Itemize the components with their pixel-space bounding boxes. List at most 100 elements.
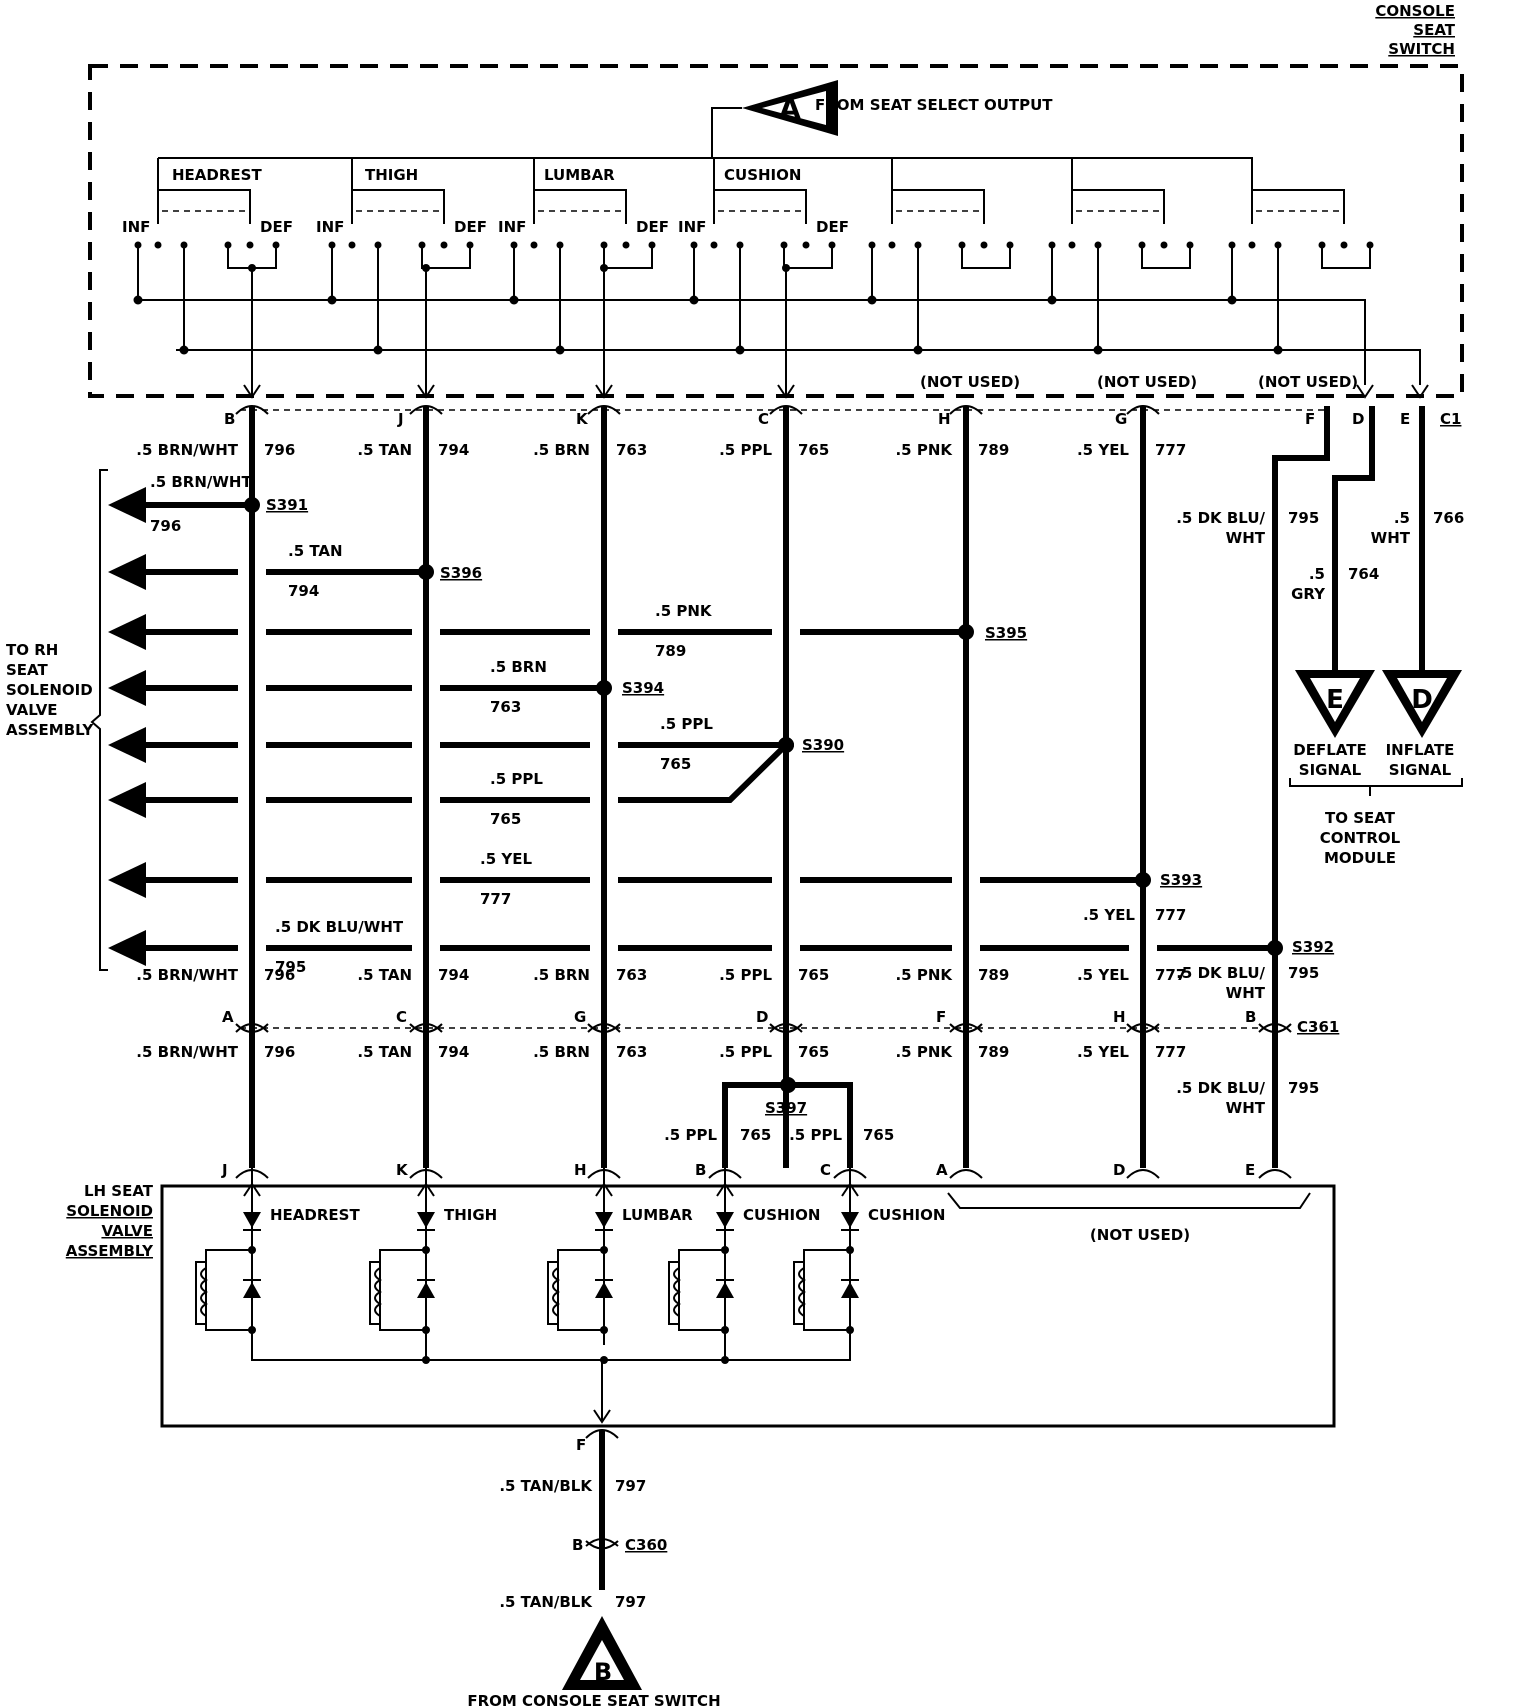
wire-gauge: .5 YEL xyxy=(1077,441,1129,459)
branch-gauge: .5 BRN/WHT xyxy=(150,473,252,491)
valve-node xyxy=(721,1326,729,1334)
splice-s390: S390 xyxy=(802,736,844,754)
lh-label-3: VALVE xyxy=(101,1222,153,1240)
valve-label: CUSHION xyxy=(743,1206,820,1224)
contact-dot xyxy=(530,241,538,249)
s397-left-gauge: .5 PPL xyxy=(664,1126,717,1144)
post-number: 794 xyxy=(438,1043,469,1061)
branch-number: 789 xyxy=(655,642,686,660)
d-letter: D xyxy=(1411,685,1433,715)
wire-number: 765 xyxy=(798,441,829,459)
wire-number: 794 xyxy=(438,441,469,459)
wire-gauge: .5 BRN xyxy=(533,441,590,459)
splice-s394: S394 xyxy=(622,679,664,697)
branch-number: 765 xyxy=(490,810,521,828)
wire-gauge: .5 PPL xyxy=(719,441,772,459)
output-dot xyxy=(600,264,608,272)
switch-label-1: CONSOLE xyxy=(1375,2,1455,20)
valve-node xyxy=(248,1326,256,1334)
lh-pin: B xyxy=(695,1161,706,1179)
post-gauge: .5 YEL xyxy=(1077,1043,1129,1061)
deflate-triangle-e: E xyxy=(1295,670,1375,738)
c361-pin: F xyxy=(936,1008,946,1026)
lh-pin: H xyxy=(574,1161,587,1179)
valve-label: CUSHION xyxy=(868,1206,945,1224)
w766-gauge-b: WHT xyxy=(1371,529,1411,547)
inf-label: INF xyxy=(122,218,150,236)
branch-gauge: .5 TAN xyxy=(288,542,343,560)
group-label-thigh: THIGH xyxy=(365,166,418,184)
valve-label: LUMBAR xyxy=(622,1206,693,1224)
switch-label-2: SEAT xyxy=(1413,21,1455,39)
splice-s394 xyxy=(596,680,612,696)
rh-label-3: SOLENOID xyxy=(6,681,93,699)
pre-number: 763 xyxy=(616,966,647,984)
lh-not-used: (NOT USED) xyxy=(1090,1226,1190,1244)
rh-label-2: SEAT xyxy=(6,661,48,679)
wire-gauge: .5 BRN/WHT xyxy=(136,441,238,459)
rh-label-4: VALVE xyxy=(6,701,58,719)
contact-dot xyxy=(622,241,630,249)
to-module-1: TO SEAT xyxy=(1325,809,1396,827)
c361-pin: D xyxy=(756,1008,768,1026)
branch-number: 765 xyxy=(660,755,691,773)
splice-s395 xyxy=(958,624,974,640)
contact-dot xyxy=(888,241,896,249)
pre-number: 794 xyxy=(438,966,469,984)
s397-right-num: 765 xyxy=(863,1126,894,1144)
c361-pin: G xyxy=(574,1008,586,1026)
switch-label-3: SWITCH xyxy=(1388,40,1455,58)
s397-right-gauge: .5 PPL xyxy=(789,1126,842,1144)
post-gauge-795a: .5 DK BLU/ xyxy=(1176,1079,1265,1097)
valve-node xyxy=(422,1326,430,1334)
c361-pin: H xyxy=(1113,1008,1126,1026)
branch-number: 794 xyxy=(288,582,319,600)
splice-s391: S391 xyxy=(266,496,308,514)
pre-gauge-795a: .5 DK BLU/ xyxy=(1176,964,1265,982)
lh-label-1: LH SEAT xyxy=(84,1182,154,1200)
rh-arrow xyxy=(108,930,146,966)
valve-node xyxy=(600,1326,608,1334)
contact-dot xyxy=(980,241,988,249)
branch-number: 777 xyxy=(480,890,511,908)
w795-gauge: .5 DK BLU/ xyxy=(1176,509,1265,527)
c360-pin: B xyxy=(572,1536,583,1554)
group-label-cushion: CUSHION xyxy=(724,166,801,184)
pre-number: 796 xyxy=(264,966,295,984)
def-label: DEF xyxy=(260,218,293,236)
post-number: 777 xyxy=(1155,1043,1186,1061)
wire-number: 763 xyxy=(616,441,647,459)
lh-pin: D xyxy=(1113,1161,1125,1179)
connector-c361: C361 xyxy=(1297,1018,1339,1036)
not-used-g: (NOT USED) xyxy=(1097,373,1197,391)
splice-s392 xyxy=(1267,940,1283,956)
wire-number: 777 xyxy=(1155,441,1186,459)
contact-dot xyxy=(1160,241,1168,249)
rh-arrow xyxy=(108,782,146,818)
post-number: 796 xyxy=(264,1043,295,1061)
yel-mid-gauge: .5 YEL xyxy=(1083,906,1135,924)
ground-num-2: 797 xyxy=(615,1593,646,1611)
branch-number: 796 xyxy=(150,517,181,535)
post-gauge: .5 BRN xyxy=(533,1043,590,1061)
pre-gauge: .5 BRN xyxy=(533,966,590,984)
valve-node xyxy=(422,1356,430,1364)
branch-number: 795 xyxy=(275,958,306,976)
valve-label: HEADREST xyxy=(270,1206,360,1224)
wire-gauge: .5 PNK xyxy=(895,441,953,459)
post-gauge-795b: WHT xyxy=(1226,1099,1266,1117)
lh-label-4: ASSEMBLY xyxy=(66,1242,154,1260)
post-number-795: 795 xyxy=(1288,1079,1319,1097)
inflate-label-2: SIGNAL xyxy=(1389,761,1452,779)
valve-node xyxy=(721,1356,729,1364)
splice-s392: S392 xyxy=(1292,938,1334,956)
w795-num: 795 xyxy=(1288,509,1319,527)
splice-s393 xyxy=(1135,872,1151,888)
w764-gauge-b: GRY xyxy=(1291,585,1326,603)
connector-c360: C360 xyxy=(625,1536,667,1554)
group-label-lumbar: LUMBAR xyxy=(544,166,615,184)
w766-gauge: .5 xyxy=(1394,509,1410,527)
not-used-h: (NOT USED) xyxy=(920,373,1020,391)
